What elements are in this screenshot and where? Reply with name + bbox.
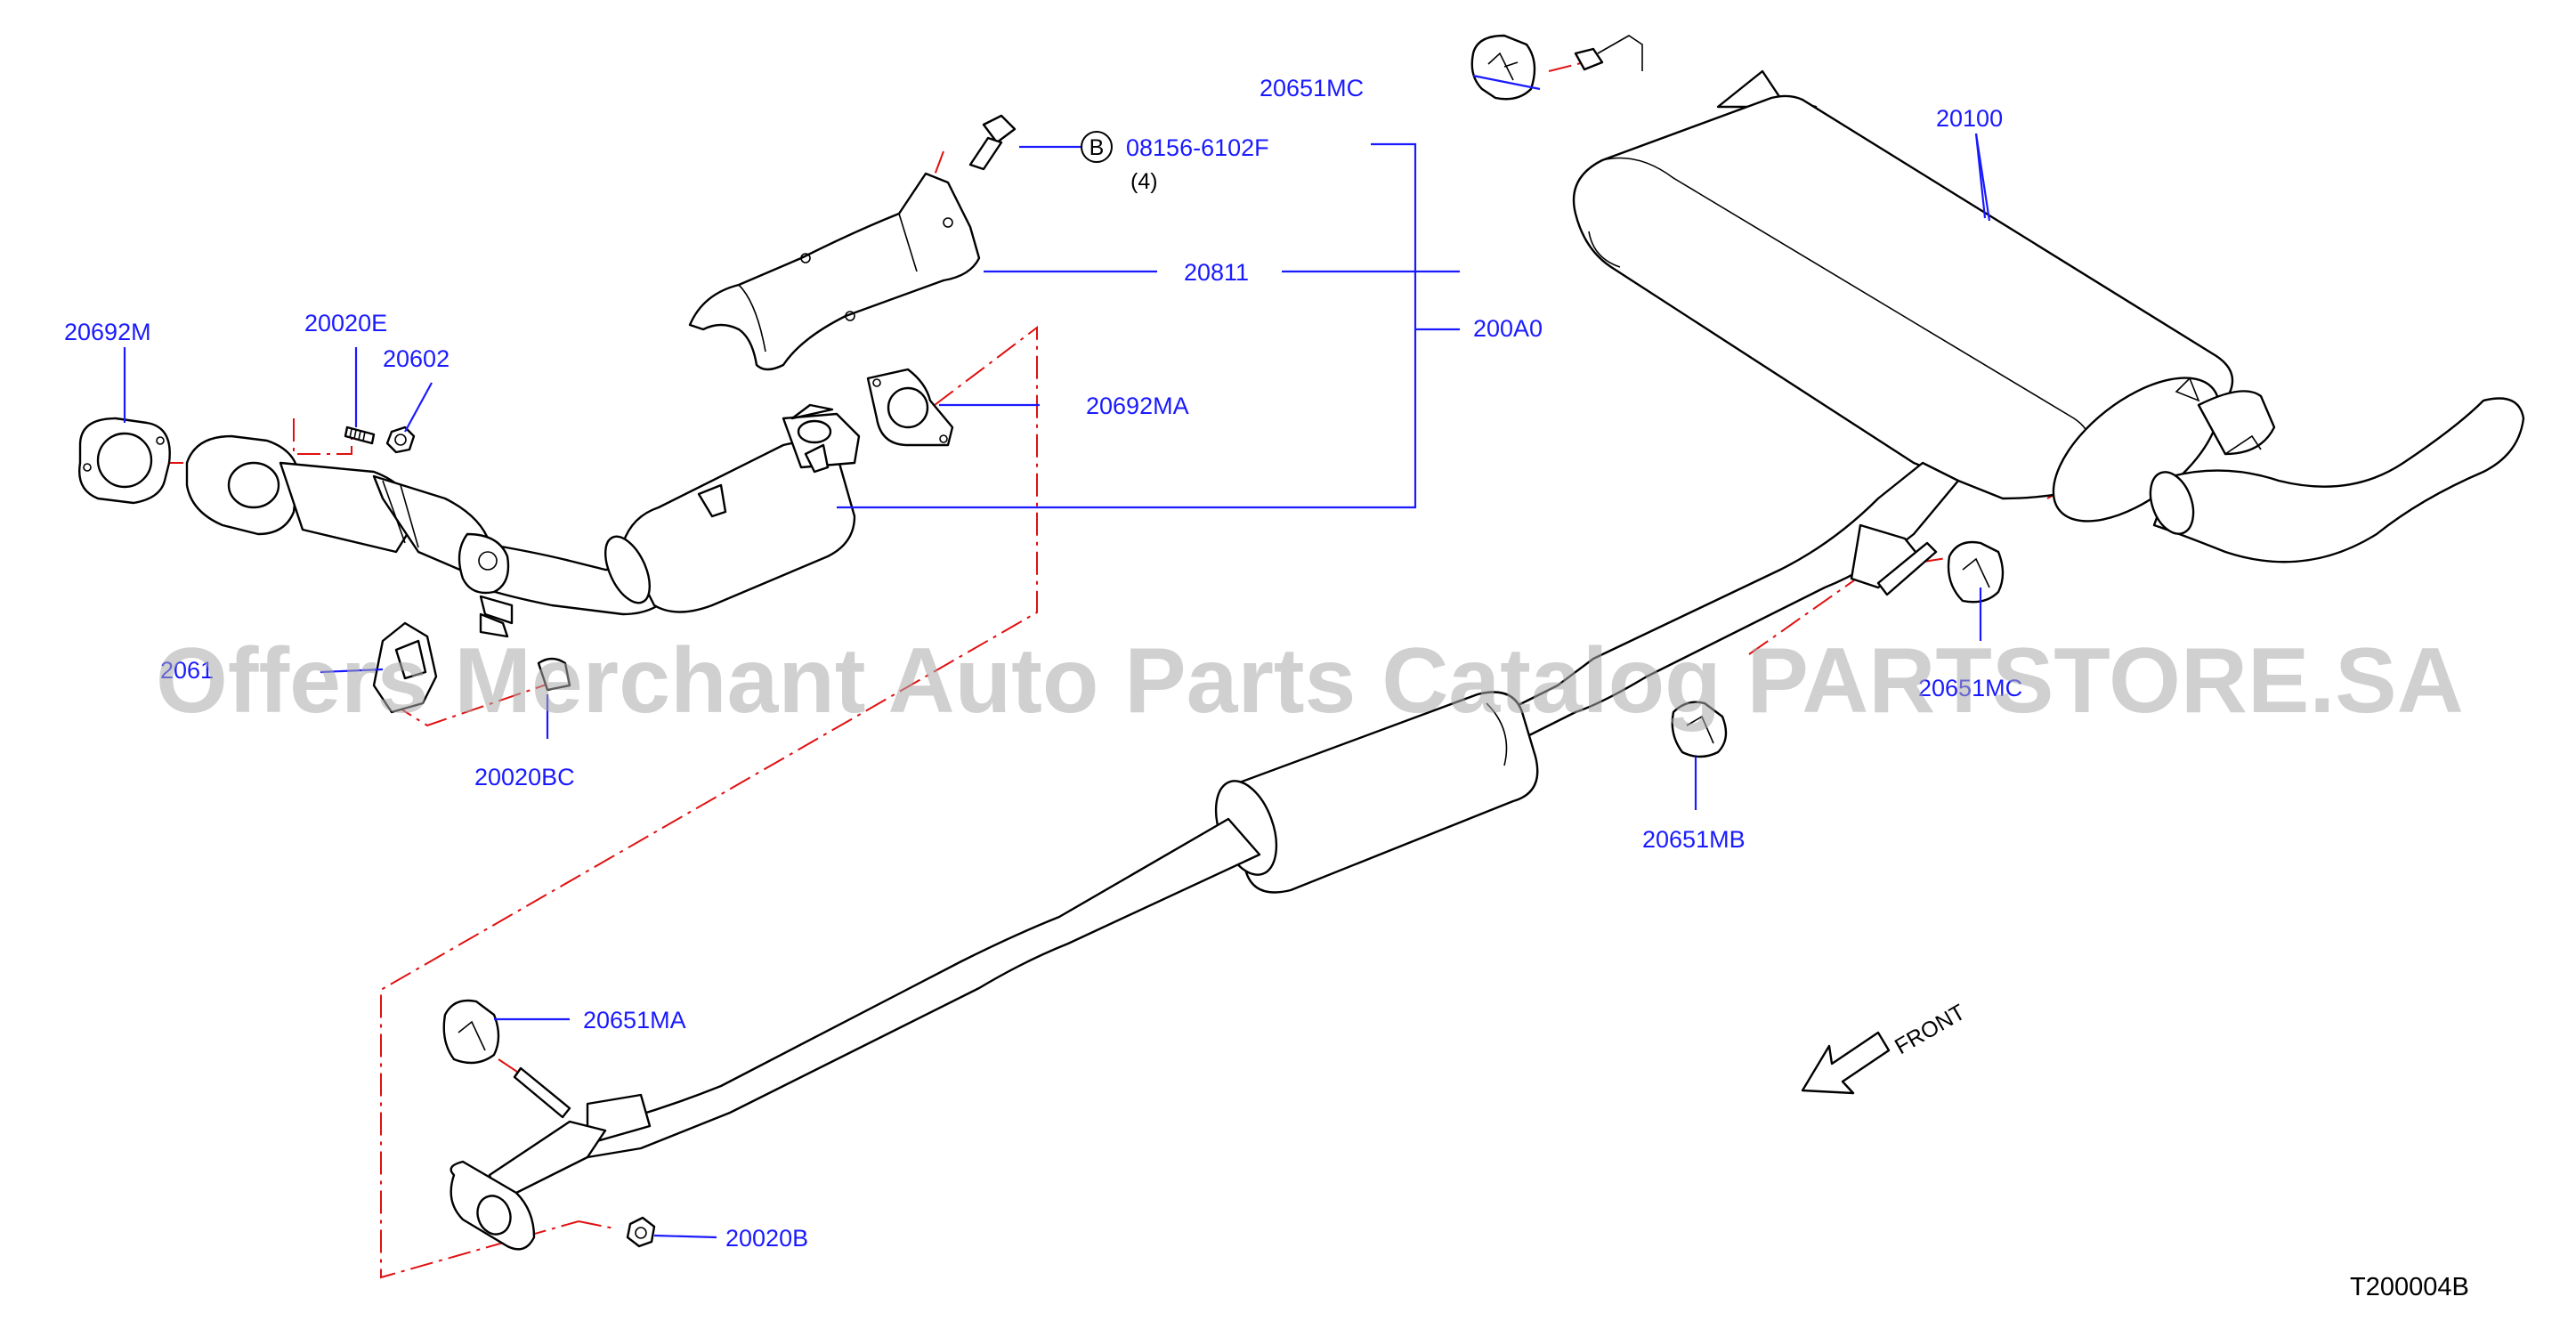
label-20811: 20811 [1184,259,1249,286]
b-symbol-label: B [1090,135,1105,160]
lower-bracket [372,621,571,714]
hanger-20651MC-top [1470,34,1643,101]
b-symbol-circle [1081,131,1113,163]
label-20602: 20602 [383,345,450,372]
label-20100: 20100 [1936,105,2003,132]
hanger-20651MA [442,999,571,1119]
gasket-20692M [78,417,171,505]
label-20020BC: 20020BC [474,764,575,790]
heat-insulator [688,172,981,371]
front-label: FRONT [1891,1000,1970,1059]
label-20020E: 20020E [304,310,387,336]
nut-20602 [385,425,416,454]
watermark-text: Offers Merchant Auto Parts Catalog PARTS… [156,629,2464,733]
label-20651MC-top: 20651MC [1260,75,1364,101]
label-20651MC-right: 20651MC [1918,675,2022,701]
label-20651MB: 20651MB [1642,826,1746,853]
label-20020B: 20020B [725,1225,808,1252]
diagram-code: T200004B [2350,1273,2469,1301]
front-arrow: FRONT [1801,1000,1970,1095]
center-pipe [450,461,1960,1251]
label-20651MA: 20651MA [583,1007,686,1033]
bolt [968,114,1017,171]
main-muffler [1572,69,2525,563]
label-20692MA: 20692MA [1086,393,1189,419]
stud-20020E [344,425,376,445]
hanger-20651MC-right [1947,540,2005,604]
label-200A0: 200A0 [1473,315,1543,342]
label-qty-4: (4) [1130,169,1158,194]
label-partial-left: 2061 [160,657,214,684]
label-20692M: 20692M [64,319,151,345]
nut-20020B [626,1216,656,1248]
front-arrow-icon [1801,1031,1891,1095]
hanger-20651MB [1671,701,1728,758]
callout-labels: 20651MC 08156-6102F (4) 20100 20811 200A… [64,75,2022,1252]
leader-lines [123,74,1991,1239]
label-08156-6102F: 08156-6102F [1126,134,1269,161]
gasket-20692MA [866,368,954,447]
front-pipe-catalyst [185,403,861,638]
